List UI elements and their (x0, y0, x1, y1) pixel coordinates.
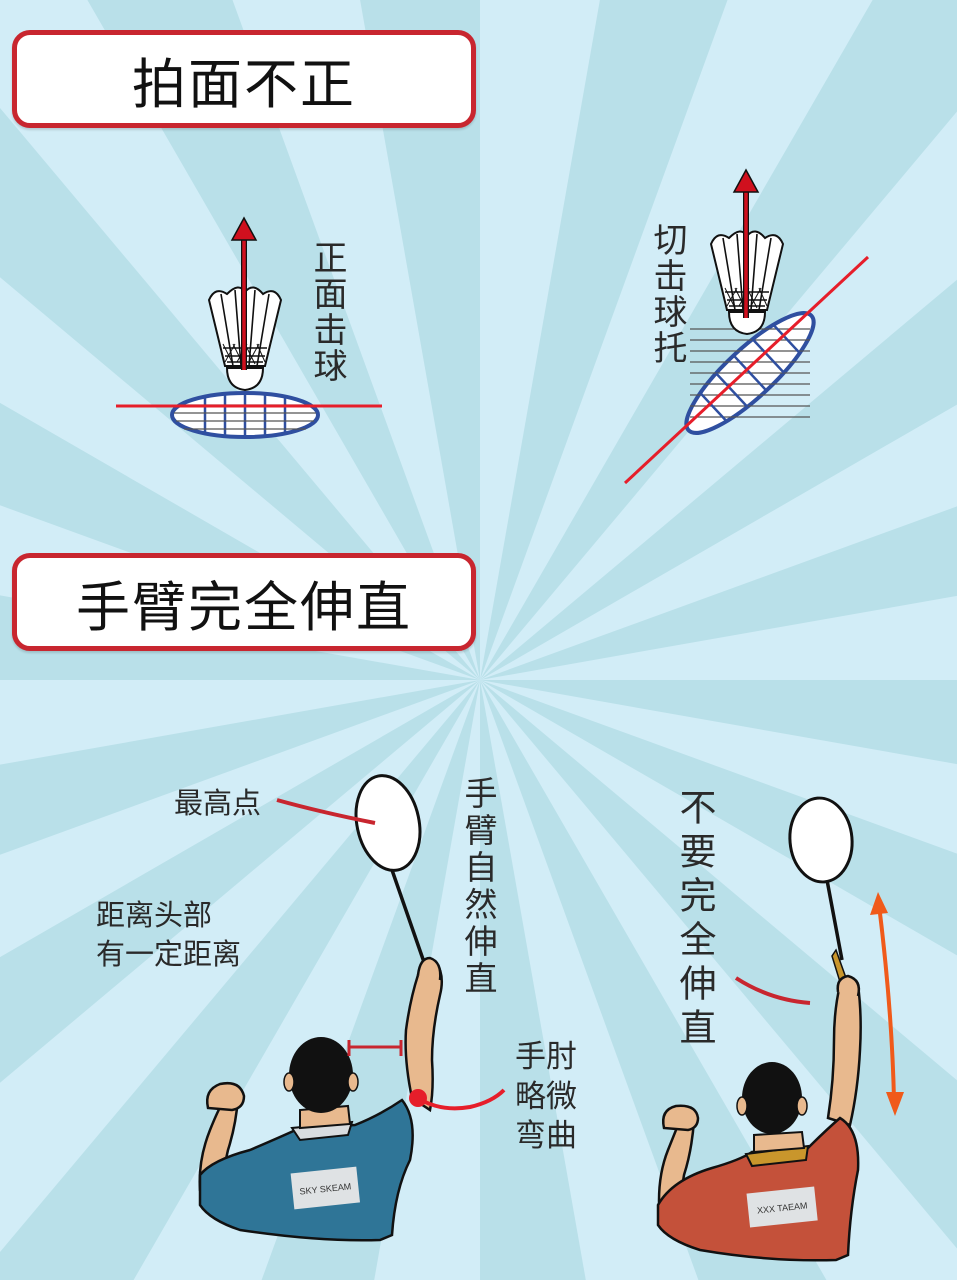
up-arrow-icon (230, 216, 258, 370)
label-arm-natural: 手臂自然伸直 (459, 776, 498, 998)
flat-hit-diagram (116, 216, 382, 439)
player-blue-illustration: SKY SKEAM (198, 774, 506, 1242)
player-red-illustration: XXX TAEAM (656, 796, 904, 1262)
elbow-pointer-icon (409, 1088, 506, 1111)
label-slice-hit: 切击球托 (647, 222, 687, 366)
distance-bracket-icon (347, 1040, 403, 1056)
racket-head-tilted-icon (684, 311, 816, 435)
section-title-arm-straight: 手臂完全伸直 (12, 553, 476, 651)
label-highest-point: 最高点 (174, 786, 262, 820)
racket-icon (788, 796, 854, 984)
label-dont-fully-straighten: 不要完全伸直 (673, 788, 716, 1052)
section-title-text: 拍面不正 (132, 52, 356, 116)
racket-icon (354, 774, 427, 966)
warning-pointer-icon (734, 976, 811, 1005)
impact-plane-line (623, 255, 870, 485)
racket-head-flat-icon (170, 391, 320, 439)
label-distance-line1: 距离头部 (96, 898, 213, 932)
label-elbow-bent: 手肘略微弯曲 (515, 1039, 577, 1155)
label-flat-hit: 正面击球 (307, 240, 347, 384)
up-arrow-icon (732, 168, 760, 318)
section-title-text: 手臂完全伸直 (76, 575, 412, 639)
highest-point-pointer-icon (276, 798, 376, 825)
section-title-racket-face: 拍面不正 (12, 30, 476, 128)
label-distance-line2: 有一定距离 (96, 937, 242, 971)
slice-hit-diagram (623, 168, 870, 485)
double-arrow-icon (870, 892, 904, 1116)
